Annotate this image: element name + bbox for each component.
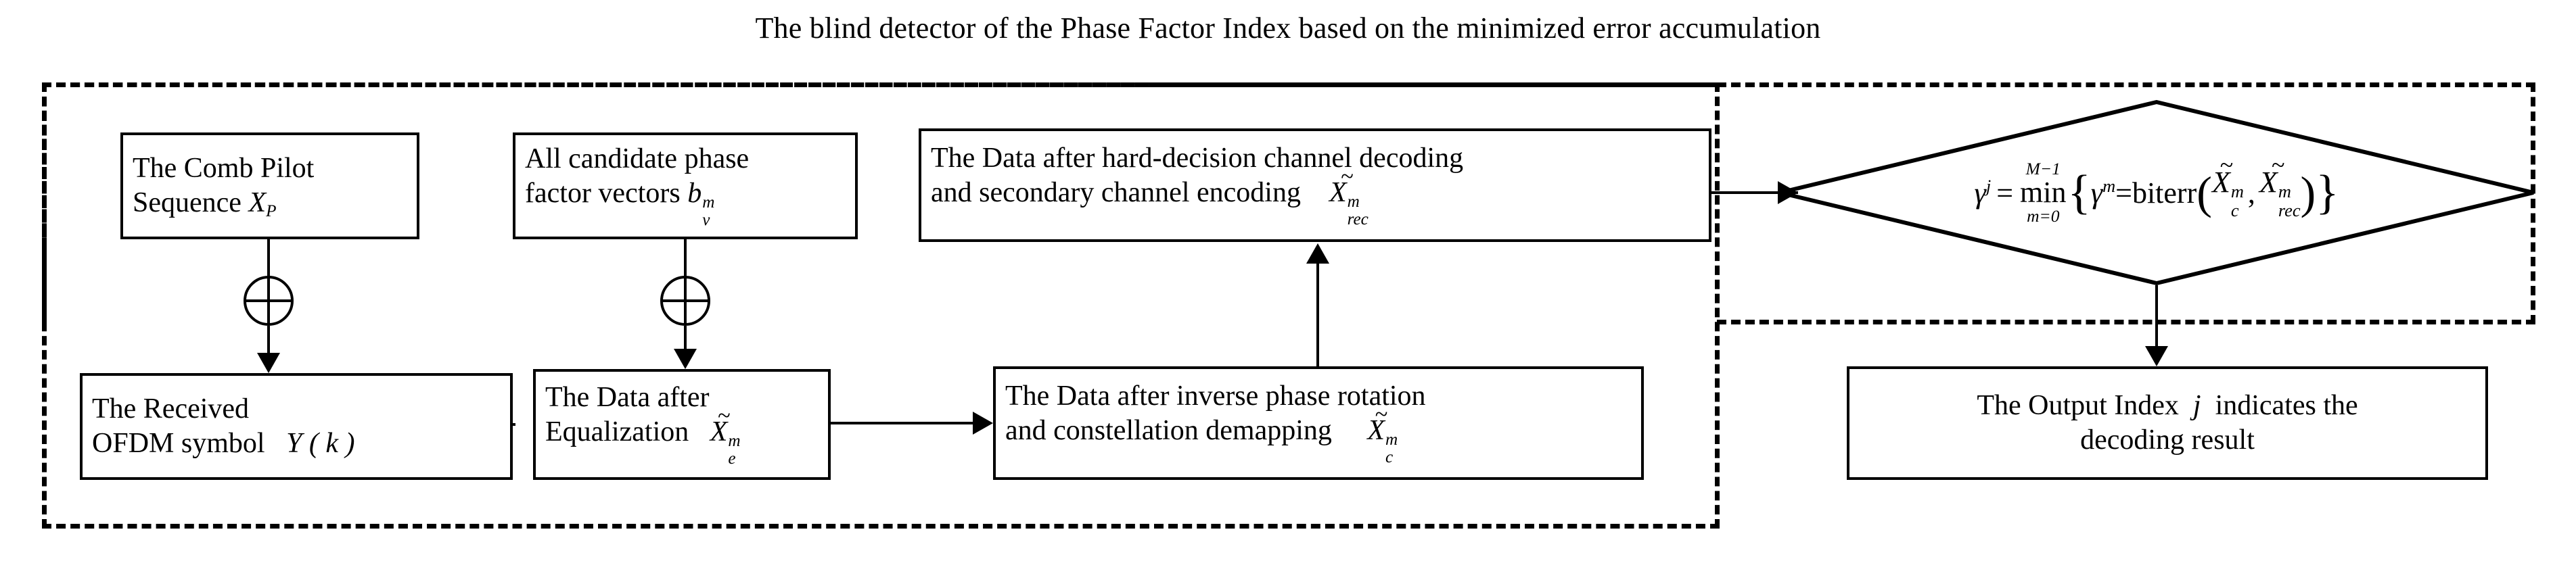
box-output-index: The Output Index j indicates the decodin… [1847,366,2488,480]
arrowhead-inverse-to-hard-decision [1306,243,1329,264]
box-output-line1-post: indicates the [2215,389,2358,421]
dashed-region-detector-main [42,82,1720,529]
symbol-yk: Y ( k ) [286,428,355,459]
arrowhead-diamond-to-output [2145,346,2168,366]
box-output-line1: The Output Index j indicates the [1977,389,2358,423]
box-inverse-phase-rotation: The Data after inverse phase rotation an… [993,366,1644,480]
box-inverse-line1: The Data after inverse phase rotation [1005,381,1426,412]
box-received-ofdm-symbol: The Received OFDM symbol Y ( k ) [80,373,513,480]
box-phase-vectors-line2-text: factor vectors [525,178,681,210]
box-equalization-line2-text: Equalization [545,416,689,448]
arrowhead-hard-decision-to-diamond [1778,181,1798,204]
box-comb-pilot-line1: The Comb Pilot [133,152,315,184]
connector-received-to-equalization [513,423,515,426]
connector-diamond-to-output [2155,285,2158,347]
box-output-line1-pre: The Output Index [1977,389,2179,421]
box-received-line2: OFDM symbol Y ( k ) [92,426,501,461]
arrowhead-xor-to-equalization [674,349,697,369]
box-hard-decision-decoding: The Data after hard-decision channel dec… [919,128,1711,242]
box-comb-pilot-sequence: The Comb Pilot Sequence XP [120,132,419,239]
box-comb-pilot-line2: Sequence XP [133,186,407,220]
symbol-j: j [2192,389,2201,421]
box-hard-decision-line1: The Data after hard-decision channel dec… [931,143,1464,174]
arrowhead-xor-to-received [257,353,280,373]
xor-comb-pilot-icon [244,276,294,326]
connector-pilot-to-xor [267,239,270,277]
xor-phase-vectors-icon [660,276,710,326]
connector-hard-decision-to-diamond [1711,191,1798,194]
connector-xor-to-equalization [684,326,687,350]
connector-equalization-to-inverse [831,422,974,424]
box-received-line2-text: OFDM symbol [92,428,265,459]
dashed-seam-mask [47,308,1715,329]
arrowhead-equalization-to-inverse [973,412,993,435]
connector-inverse-to-hard-decision [1316,264,1319,366]
box-equalization-line1: The Data after [545,382,710,414]
box-comb-pilot-line2-text: Sequence [133,187,242,218]
box-received-line1: The Received [92,393,250,424]
box-output-line2: decoding result [2080,424,2255,456]
box-phase-vectors-line1: All candidate phase [525,143,750,175]
page-title: The blind detector of the Phase Factor I… [755,11,1821,45]
symbol-xp: XP [248,187,277,221]
connector-xor-to-received [267,326,270,354]
connector-vectors-to-xor [684,239,687,277]
diamond-shape [1779,100,2534,285]
box-hard-decision-line2-text: and secondary channel encoding [931,177,1301,209]
box-inverse-line2-text: and constellation demapping [1005,415,1332,447]
